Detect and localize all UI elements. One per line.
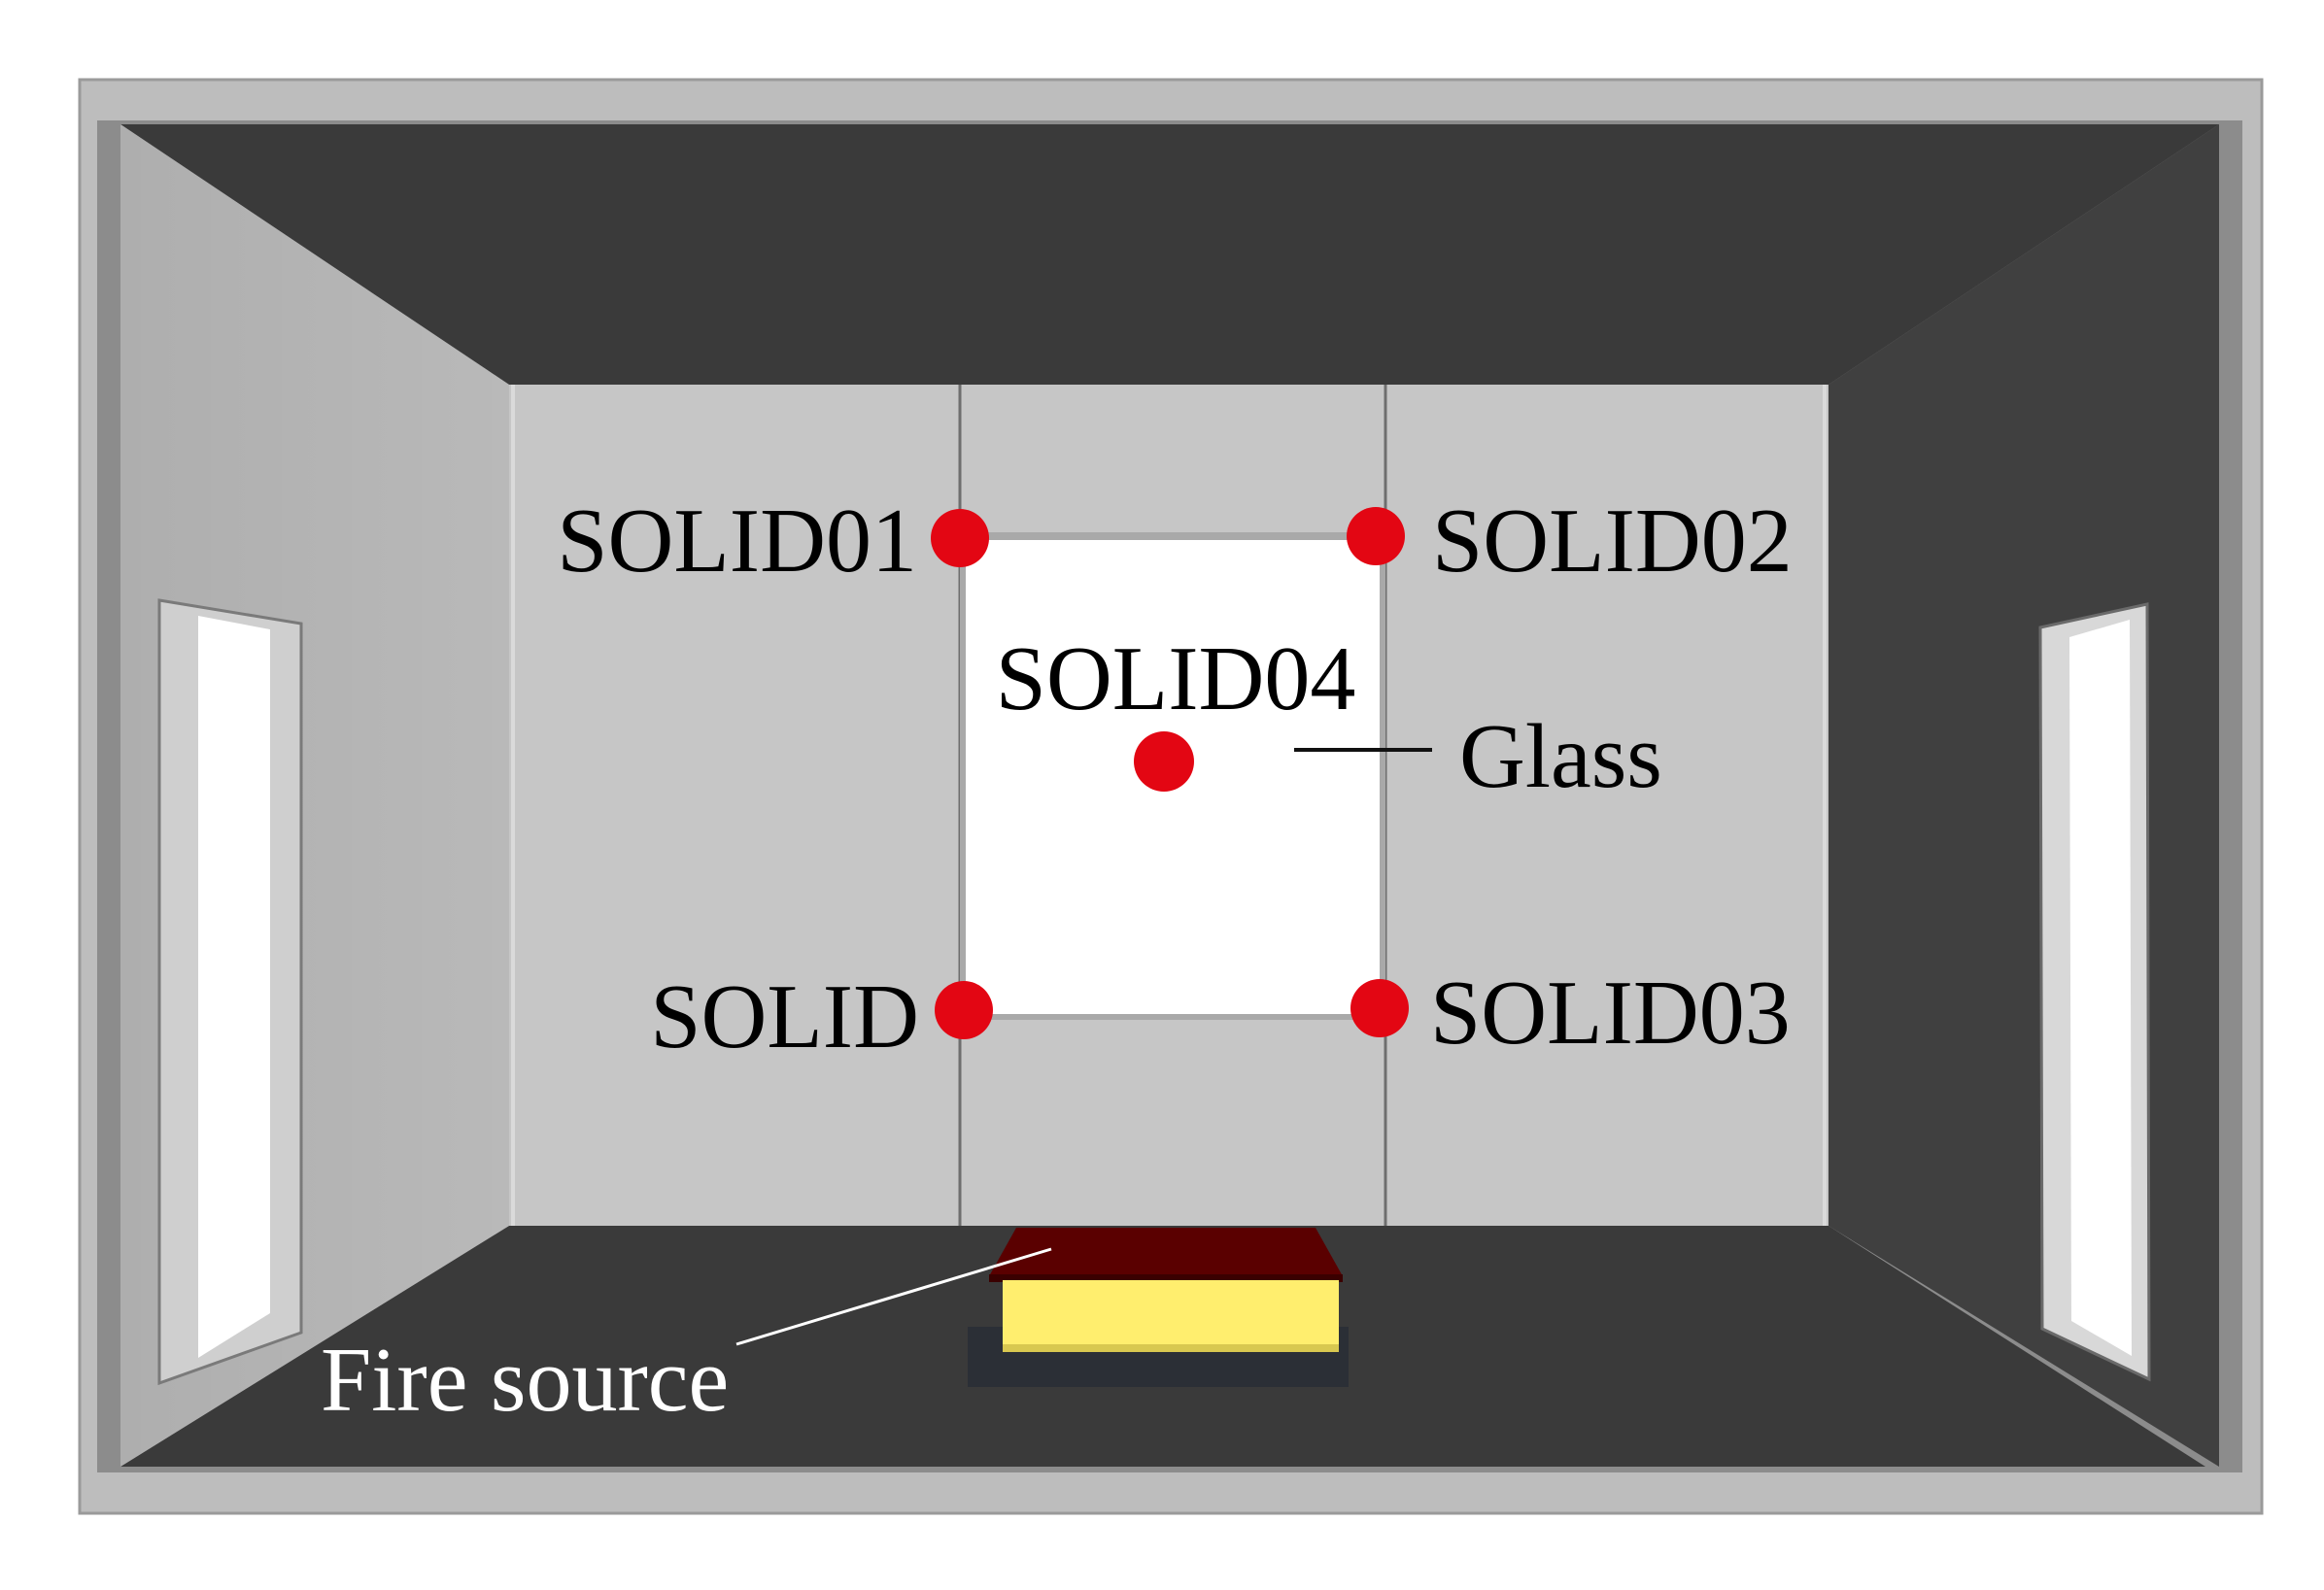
label-glass: Glass [1459,706,1662,807]
sensor-solid01-dot [931,509,989,567]
fire-source-top [989,1228,1343,1276]
label-solid02: SOLID02 [1432,491,1793,592]
sensor-solid03-dot [1350,979,1409,1037]
label-fire-source: Fire source [321,1330,729,1431]
label-solid: SOLID [650,966,919,1067]
label-solid01: SOLID01 [557,491,917,592]
sensor-solid02-dot [1347,507,1405,565]
fire-source-front-edge [989,1274,1343,1282]
right-window-glass [2069,620,2132,1356]
ceiling [120,124,2219,385]
label-solid04: SOLID04 [996,628,1356,729]
fire-source-base [1003,1344,1339,1352]
label-solid03: SOLID03 [1430,963,1791,1064]
fire-source-leader-line [735,1247,1052,1346]
sensor-solid04-dot [1134,731,1194,792]
sensor-solid-dot [935,981,993,1039]
left-window-glass [198,616,270,1358]
fire-source-body [1003,1280,1339,1344]
